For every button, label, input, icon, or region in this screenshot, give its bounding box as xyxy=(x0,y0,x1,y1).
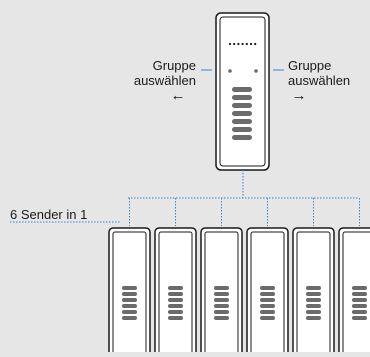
sender-device-inner xyxy=(158,231,193,357)
sender-button xyxy=(214,310,229,314)
sender-button xyxy=(168,316,183,320)
remote-display-dot xyxy=(249,42,253,46)
sender-button xyxy=(260,304,275,308)
sender-button xyxy=(306,286,321,290)
sender-button xyxy=(260,292,275,296)
remote-button xyxy=(232,119,252,124)
sender-button xyxy=(214,292,229,296)
sender-button xyxy=(122,310,137,314)
sender-device-inner xyxy=(342,231,370,357)
sender-button xyxy=(214,304,229,308)
sender-button xyxy=(352,292,367,296)
sender-button xyxy=(352,310,367,314)
right-label-line2: auswählen xyxy=(288,73,351,88)
sender-button xyxy=(306,292,321,296)
sender-button xyxy=(352,298,367,302)
sender-button xyxy=(352,304,367,308)
remote-display-dot xyxy=(228,42,232,46)
right-label-line1: Gruppe xyxy=(288,58,332,73)
sender-button xyxy=(122,292,137,296)
sender-button xyxy=(168,286,183,290)
sender-button xyxy=(122,298,137,302)
remote-display-dot xyxy=(254,42,257,46)
sender-button xyxy=(306,298,321,302)
sender-button xyxy=(122,304,137,308)
sender-button xyxy=(214,298,229,302)
select-group-right-label: Gruppe auswählen xyxy=(288,58,370,88)
senders-label: 6 Sender in 1 xyxy=(10,207,88,222)
sender-button xyxy=(168,292,183,296)
sender-button xyxy=(260,286,275,290)
sender-button xyxy=(260,310,275,314)
sender-device-inner xyxy=(296,231,331,357)
remote-indicator-left xyxy=(228,69,232,73)
sender-device-inner xyxy=(204,231,239,357)
sender-device-inner xyxy=(250,231,285,357)
left-label-line2: auswählen xyxy=(133,73,196,88)
remote-button xyxy=(232,103,252,108)
sender-button xyxy=(306,316,321,320)
remote-display-dot xyxy=(245,42,248,46)
sender-button xyxy=(214,316,229,320)
sender-button xyxy=(260,298,275,302)
left-arrow-icon: ← xyxy=(170,87,186,104)
remote-display-dot xyxy=(237,42,240,46)
remote-button xyxy=(232,135,252,140)
remote-display-dot xyxy=(233,42,236,46)
remote-button xyxy=(232,127,252,132)
sender-button xyxy=(168,304,183,308)
select-group-left-label: Gruppe auswählen xyxy=(110,58,196,88)
sender-button xyxy=(122,316,137,320)
remote-button xyxy=(232,87,252,92)
sender-button xyxy=(122,286,137,290)
remote-button xyxy=(232,111,252,116)
sender-button xyxy=(306,310,321,314)
sender-button xyxy=(260,316,275,320)
sender-button xyxy=(168,310,183,314)
remote-display-dot xyxy=(241,42,244,46)
right-arrow-icon: → xyxy=(291,87,307,104)
sender-button xyxy=(168,298,183,302)
sender-button xyxy=(352,286,367,290)
sender-button xyxy=(214,286,229,290)
remote-button xyxy=(232,95,252,100)
sender-device-inner xyxy=(112,231,147,357)
remote-device-inner xyxy=(219,16,266,167)
sender-button xyxy=(306,304,321,308)
left-label-line1: Gruppe xyxy=(152,58,196,73)
remote-indicator-right xyxy=(254,69,258,73)
sender-button xyxy=(352,316,367,320)
